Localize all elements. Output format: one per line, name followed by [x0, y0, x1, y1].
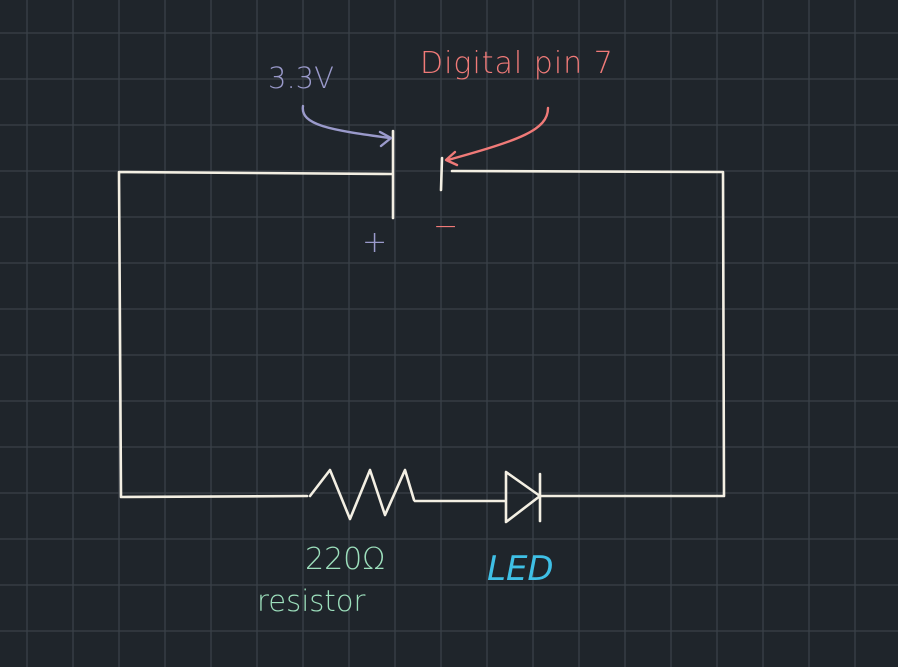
battery-negative-plate [439, 156, 444, 192]
led-label: LED [487, 549, 554, 589]
battery-symbol [391, 129, 444, 220]
wire-right [450, 169, 726, 498]
voltage-arrow-icon [301, 104, 392, 140]
led-triangle [504, 470, 542, 524]
pin-label: Digital pin 7 [420, 46, 614, 81]
arrows [301, 104, 550, 167]
pin-arrowhead-icon [444, 150, 459, 167]
voltage-arrowhead-icon [378, 130, 393, 148]
resistor-label: resistor [257, 584, 366, 618]
led-symbol [504, 470, 542, 524]
pin-arrow-icon [446, 106, 550, 162]
minus-label: − [433, 209, 458, 244]
resistance-label: 220Ω [305, 542, 385, 577]
voltage-label: 3.3V [268, 61, 334, 95]
wire-left [117, 170, 394, 499]
wires [117, 169, 726, 503]
plus-label: + [362, 225, 387, 260]
resistor-symbol [308, 468, 416, 521]
